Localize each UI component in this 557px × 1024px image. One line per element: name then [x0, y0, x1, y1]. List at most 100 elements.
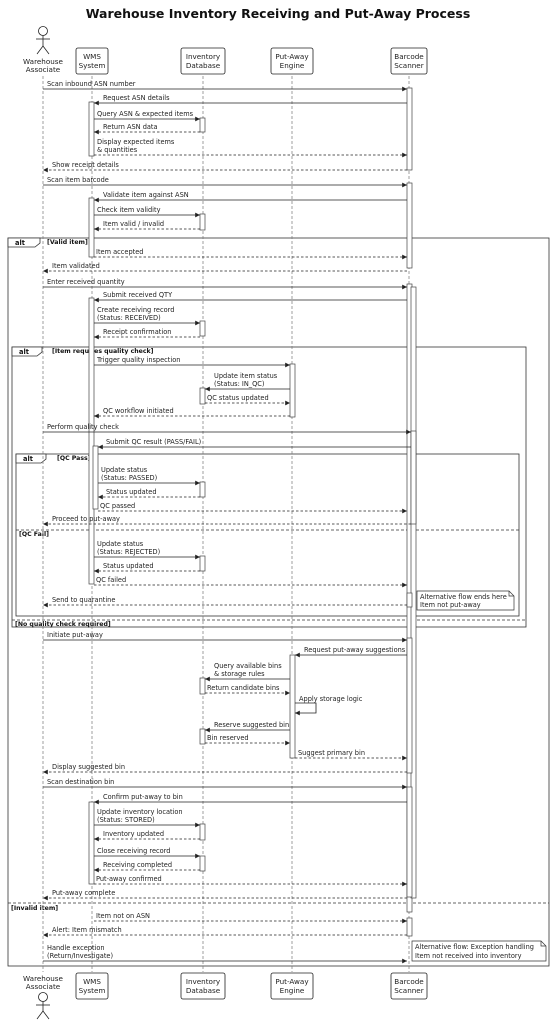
message: Alert: Item mismatch [43, 926, 407, 938]
message: Scan inbound ASN number [43, 80, 407, 92]
message-label: Display expected items [97, 138, 175, 146]
message: Update item status(Status: IN_QC) [205, 372, 290, 392]
message-label: QC status updated [207, 394, 269, 402]
message-label: Return ASN data [103, 123, 158, 131]
participant-warehouse-associate: Warehouse Associate [23, 26, 64, 74]
note-alternative-flow-ends: Alternative flow ends here Item not put-… [416, 590, 515, 611]
message-label: Suggest primary bin [298, 749, 365, 757]
note-exception-handling: Alternative flow: Exception handling Ite… [411, 940, 547, 962]
message-label: Update status [97, 540, 144, 548]
participant-label: Associate [26, 982, 61, 991]
message: Proceed to put-away [43, 515, 411, 527]
participant-label: Put-Away [275, 52, 309, 61]
participant-label: WMS [83, 52, 101, 61]
message-label: Alert: Item mismatch [52, 926, 122, 934]
message-label: Receipt confirmation [103, 328, 171, 336]
participant-label: WMS [83, 977, 101, 986]
participant-wms-system-footer: WMS System [75, 972, 109, 1000]
message: Update inventory location(Status: STORED… [94, 808, 200, 828]
guard-valid-item: [Valid item] [47, 239, 88, 246]
participant-put-away-engine: Put-Away Engine [270, 47, 314, 75]
message: Inventory updated [94, 830, 200, 842]
message: Status updated [94, 562, 200, 574]
message: Item accepted [94, 248, 407, 260]
message-label: Query available bins [214, 662, 282, 670]
guard-quality-check: [Item requires quality check] [52, 348, 154, 355]
participant-wms-system: WMS System [75, 47, 109, 75]
message-label: Proceed to put-away [52, 515, 120, 523]
message: Query ASN & expected items [94, 110, 200, 122]
message: Put-away complete [43, 889, 407, 901]
message-label: Item accepted [96, 248, 143, 256]
message-label: Close receiving record [97, 847, 170, 855]
message-label: Enter received quantity [47, 278, 125, 286]
message-label: Item valid / invalid [103, 220, 164, 228]
message: Item valid / invalid [94, 220, 200, 232]
message: Update status(Status: REJECTED) [94, 540, 200, 560]
participant-label: Warehouse [23, 974, 64, 983]
participant-label: System [79, 61, 106, 70]
message-label: & storage rules [214, 670, 265, 678]
message: Display expected items& quantities [94, 138, 407, 158]
message: Suggest primary bin [295, 749, 407, 761]
message-arrow [295, 702, 317, 716]
participant-inventory-database-footer: Inventory Database [180, 972, 226, 1000]
message-label: Status updated [106, 488, 157, 496]
participant-warehouse-associate-footer: Warehouse Associate [23, 974, 64, 1020]
message-label: Initiate put-away [47, 631, 103, 639]
message-label: Reserve suggested bin [214, 721, 289, 729]
message-label: Update status [101, 466, 148, 474]
message-label: Show receipt details [52, 161, 119, 169]
message: Send to quarantine [43, 596, 407, 608]
message-label: Status updated [103, 562, 154, 570]
message-label: Inventory updated [103, 830, 164, 838]
alt-frame-valid-item [7, 237, 550, 967]
participant-label: Database [186, 61, 221, 70]
message-label: Create receiving record [97, 306, 174, 314]
participant-put-away-engine-footer: Put-Away Engine [270, 972, 314, 1000]
note-line: Item not received into inventory [415, 952, 522, 960]
message: Request put-away suggestions [295, 646, 407, 658]
message-label: Put-away confirmed [96, 875, 162, 883]
message-label: Check item validity [97, 206, 161, 214]
message: Item validated [43, 262, 407, 274]
guard-invalid-item: [Invalid item] [11, 905, 58, 912]
participant-barcode-scanner: Barcode Scanner [390, 47, 428, 75]
participant-barcode-scanner-footer: Barcode Scanner [390, 972, 428, 1000]
message: Put-away confirmed [94, 875, 407, 887]
message-label: Scan destination bin [47, 778, 114, 786]
participant-label: Warehouse [23, 57, 64, 66]
guard-qc-pass: [QC Pass] [57, 455, 91, 462]
message-label: Bin reserved [207, 734, 249, 742]
message-label: Scan item barcode [47, 176, 109, 184]
participant-inventory-database: Inventory Database [180, 47, 226, 75]
guard-no-quality-check: [No quality check required] [15, 621, 111, 628]
message-label: Request ASN details [103, 94, 170, 102]
participant-label: Associate [26, 65, 61, 74]
message: QC passed [98, 502, 407, 514]
message-label: Apply storage logic [299, 695, 363, 703]
message-label: QC failed [96, 576, 126, 584]
note-line: Item not put-away [420, 601, 481, 609]
message: Trigger quality inspection [94, 356, 290, 368]
message-label: Scan inbound ASN number [47, 80, 136, 88]
message: Reserve suggested bin [205, 721, 290, 733]
message-label: Trigger quality inspection [96, 356, 180, 364]
message: Request ASN details [94, 94, 407, 106]
message: Apply storage logic [295, 695, 363, 716]
message-label: Handle exception [47, 944, 105, 952]
message-label: Submit received QTY [103, 291, 173, 299]
message-label: (Status: IN_QC) [214, 380, 264, 388]
message-label: Request put-away suggestions [304, 646, 406, 654]
message: Validate item against ASN [94, 191, 407, 203]
guard-qc-fail: [QC Fail] [19, 531, 49, 538]
message-label: (Status: RECEIVED) [97, 314, 161, 322]
participant-label: Engine [280, 61, 305, 70]
message: Update status(Status: PASSED) [98, 466, 200, 486]
message-label: (Status: PASSED) [101, 474, 157, 482]
message-label: (Status: STORED) [97, 816, 155, 824]
message: Display suggested bin [43, 763, 407, 775]
message: Handle exception(Return/Investigate) [43, 944, 407, 964]
fragment-keyword-alt: alt [19, 348, 29, 356]
